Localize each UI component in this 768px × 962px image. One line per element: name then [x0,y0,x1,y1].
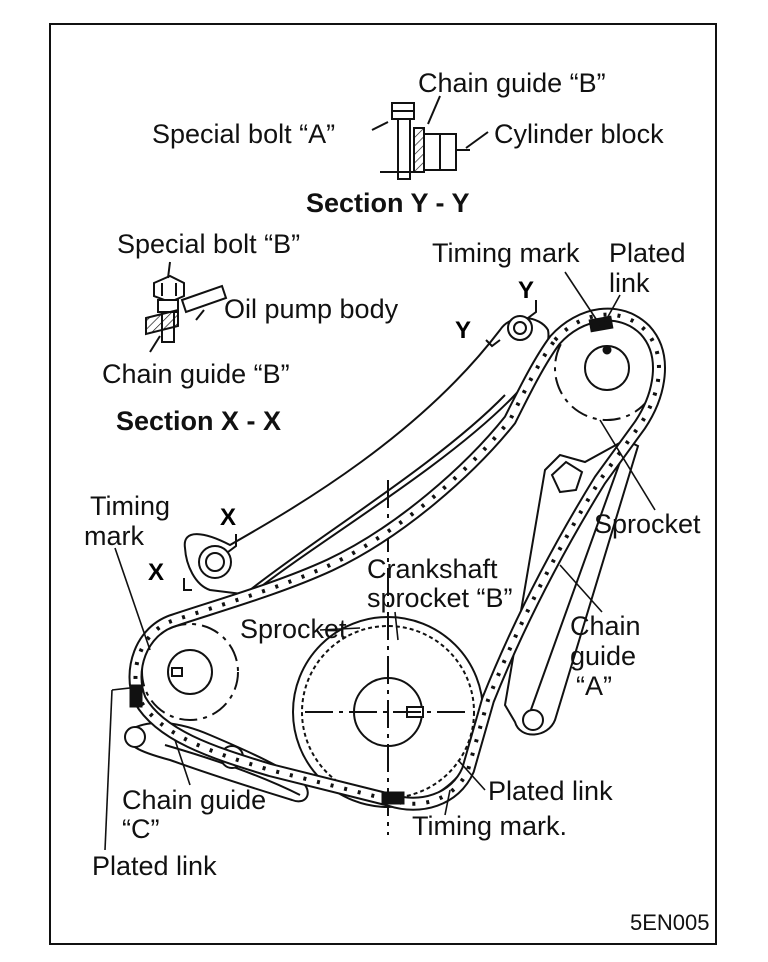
label-chain-guide-c-1: Chain guide [122,785,266,815]
label-chain-guide-b-top: Chain guide “B” [418,68,606,98]
label-section-xx: Section X - X [116,406,281,436]
label-special-bolt-b: Special bolt “B” [117,229,300,259]
chain-guide-b [183,315,550,597]
section-xx-detail [145,261,228,353]
label-crankshaft-2: sprocket “B” [367,583,513,613]
label-special-bolt-a: Special bolt “A” [152,119,335,149]
timing-chain [128,307,666,811]
label-plated-link-top-2: link [609,268,650,298]
label-chain-guide-a-3: “A” [576,671,612,701]
label-oil-pump-body: Oil pump body [224,294,399,324]
label-timing-mark-left-2: mark [84,521,144,551]
label-plated-link-bottom: Plated link [92,851,217,881]
label-y-upper: Y [518,277,534,304]
label-sprocket-left: Sprocket [240,614,347,644]
figure-code: 5EN005 [630,910,710,935]
label-chain-guide-a-2: guide [570,641,636,671]
label-crankshaft-1: Crankshaft [367,554,498,584]
section-yy-detail [371,95,489,180]
label-section-yy: Section Y - Y [306,188,470,218]
leader-lines [104,271,656,851]
label-sprocket-right: Sprocket [594,509,701,539]
label-chain-guide-c-2: “C” [122,814,159,844]
label-timing-mark-bottom: Timing mark. [412,811,567,841]
label-chain-guide-a-1: Chain [570,611,641,641]
label-timing-mark-top: Timing mark [432,238,580,268]
label-x-left: X [148,559,164,586]
chain-guide-a [503,438,640,736]
section-markers [183,300,537,591]
label-plated-link-top-1: Plated [609,238,686,268]
diagram-frame [49,23,717,945]
label-cylinder-block: Cylinder block [494,119,664,149]
label-x-upper: X [220,504,236,531]
label-timing-mark-left-1: Timing [90,491,170,521]
label-chain-guide-b-mid: Chain guide “B” [102,359,290,389]
labels: Chain guide “B” Special bolt “A” Cylinde… [84,68,710,935]
label-plated-link-right: Plated link [488,776,613,806]
label-y-left: Y [455,317,471,344]
